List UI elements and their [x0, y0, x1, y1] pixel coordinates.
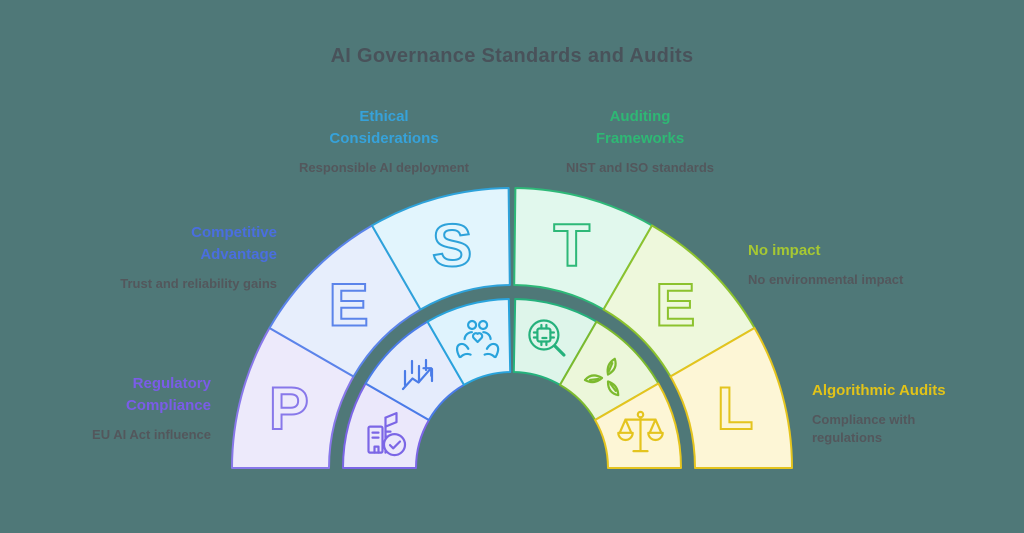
segment-letter-technological: T [553, 212, 590, 279]
label-social: Ethical Considerations Responsible AI de… [244, 106, 524, 177]
hands-family-icon [455, 319, 500, 359]
chart-growth-icon [401, 358, 434, 391]
label-economic: Competitive Advantage Trust and reliabil… [120, 222, 277, 293]
segment-subheading-economic: Trust and reliability gains [120, 276, 277, 291]
segment-letter-social: S [432, 212, 472, 279]
segment-heading-legal: Algorithmic Audits [812, 382, 946, 399]
segment-subheading-environmental: No environmental impact [748, 272, 904, 287]
icon-segment-social [426, 298, 512, 386]
arch-segment-social [371, 187, 511, 311]
arch-segment-legal [669, 327, 793, 469]
segment-letter-legal: L [717, 375, 754, 442]
segment-heading-political: Regulatory Compliance [125, 375, 211, 414]
segment-letter-economic: E [329, 272, 369, 339]
segment-heading-economic: Competitive Advantage [191, 224, 277, 263]
scales-icon [617, 410, 664, 453]
segment-subheading-political: EU AI Act influence [92, 427, 211, 442]
segment-letter-environmental: E [655, 272, 695, 339]
segment-subheading-technological: NIST and ISO standards [565, 160, 715, 175]
label-environmental: No impact No environmental impact [748, 240, 903, 289]
segment-heading-social: Ethical Considerations [329, 108, 439, 147]
icon-segment-legal [594, 382, 683, 469]
leaf-trio-icon [583, 357, 620, 397]
segment-subheading-legal: Compliance with regulations [812, 412, 916, 445]
label-technological: Auditing Frameworks NIST and ISO standar… [500, 106, 780, 177]
segment-heading-technological: Auditing Frameworks [595, 108, 685, 147]
label-legal: Algorithmic Audits Compliance with regul… [812, 380, 946, 447]
page-title: AI Governance Standards and Audits [330, 45, 694, 67]
chip-magnifier-icon [528, 319, 566, 357]
building-check-icon [367, 412, 407, 457]
segment-letter-political: P [269, 375, 309, 442]
segment-heading-environmental: No impact [748, 242, 821, 259]
label-political: Regulatory Compliance EU AI Act influenc… [92, 373, 211, 444]
segment-subheading-social: Responsible AI deployment [299, 160, 469, 175]
